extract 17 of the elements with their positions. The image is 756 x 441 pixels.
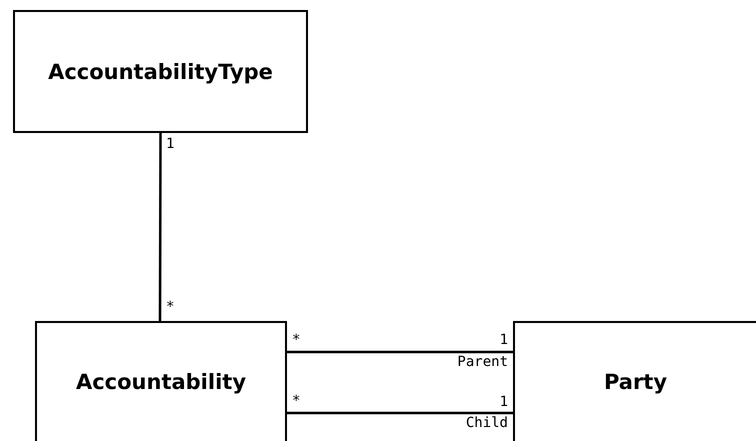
role-name: Parent	[457, 355, 508, 369]
class-box	[513, 321, 756, 441]
multiplicity: *	[166, 300, 174, 314]
multiplicity: *	[292, 394, 300, 408]
multiplicity: 1	[166, 137, 174, 151]
multiplicity: 1	[500, 395, 508, 409]
class-name: Accountability	[76, 370, 246, 394]
multiplicity: 1	[500, 333, 508, 347]
multiplicity: *	[292, 333, 300, 347]
role-name: Child	[466, 416, 508, 430]
association-line	[287, 412, 513, 414]
class-box	[35, 321, 287, 441]
association-line	[287, 350, 513, 354]
association-line	[158, 133, 162, 321]
class-name: AccountabilityType	[48, 60, 273, 84]
class-box	[13, 10, 308, 133]
class-name: Party	[604, 370, 668, 394]
